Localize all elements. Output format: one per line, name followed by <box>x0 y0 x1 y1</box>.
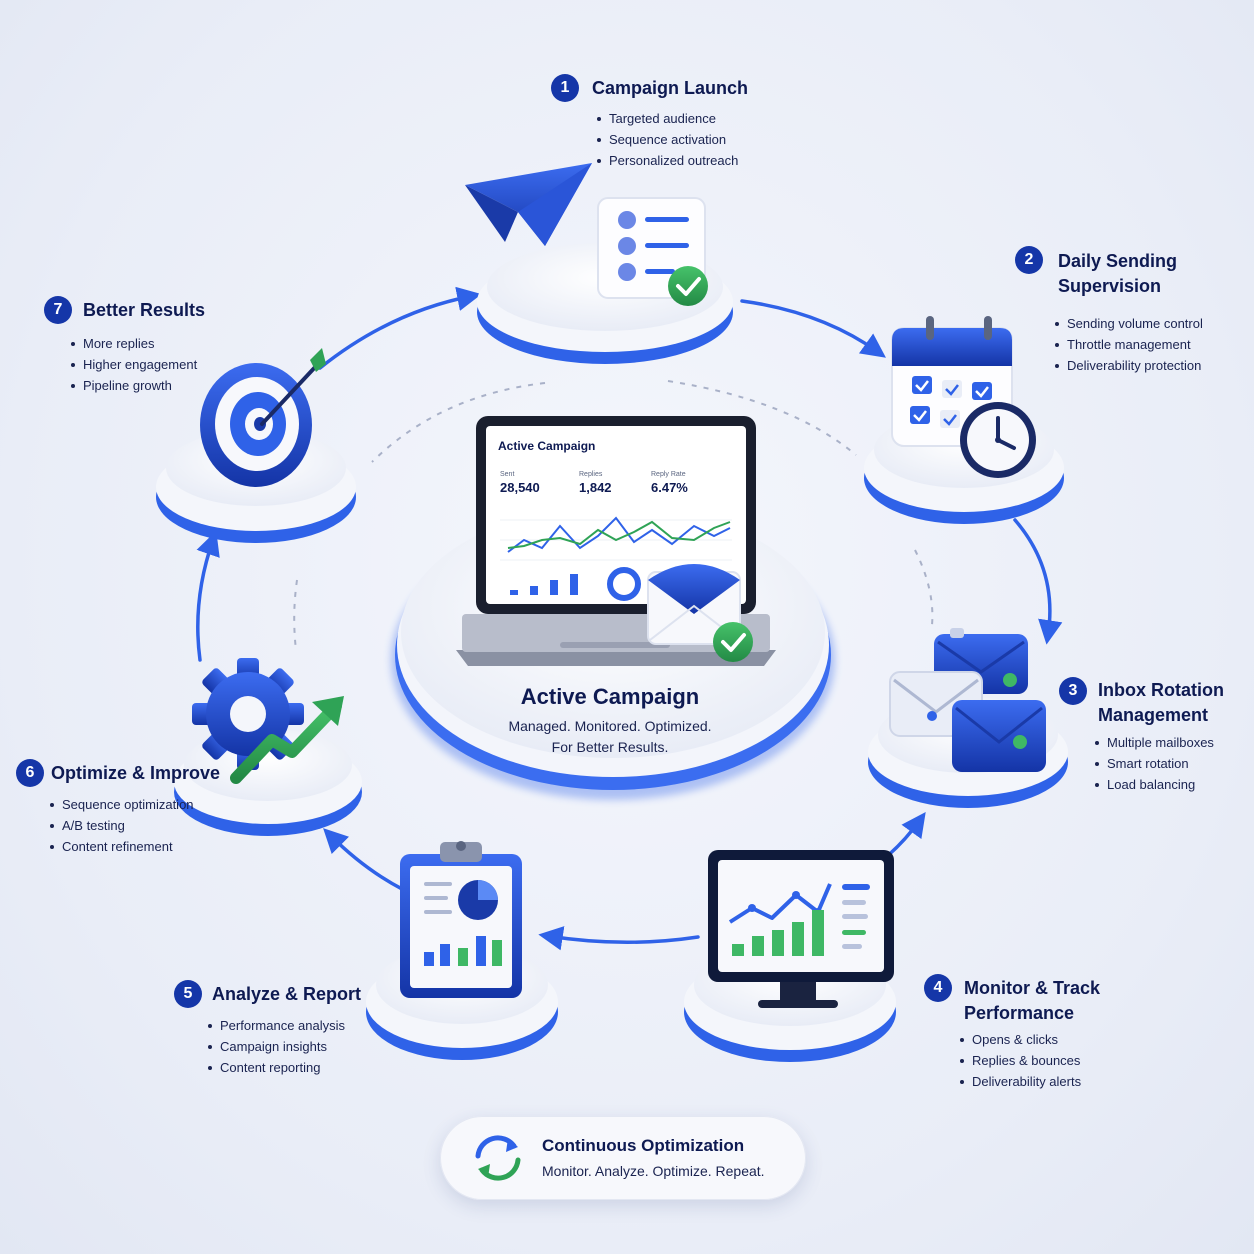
bullet-item: Performance analysis <box>208 1015 345 1036</box>
dashboard-metric-value: 6.47% <box>651 480 688 495</box>
bullet-item: Pipeline growth <box>71 375 197 396</box>
bullet-item: Smart rotation <box>1095 753 1214 774</box>
step-number-badge: 4 <box>924 974 952 1002</box>
clock-icon <box>960 402 1036 478</box>
step-title: Daily Sending Supervision <box>1058 249 1177 299</box>
step-title-line: Supervision <box>1058 276 1162 296</box>
step-number-badge: 6 <box>16 759 44 787</box>
mailbox-icon <box>889 628 1046 772</box>
step-number-badge: 5 <box>174 980 202 1008</box>
bullet-item: Content reporting <box>208 1057 345 1078</box>
clipboard-report-icon <box>400 841 522 998</box>
bullet-item: Higher engagement <box>71 354 197 375</box>
step-number-badge: 7 <box>44 296 72 324</box>
paper-plane-icon <box>465 163 592 246</box>
bullet-item: Content refinement <box>50 836 194 857</box>
target-icon <box>200 348 326 487</box>
center-subtitle: Managed. Monitored. Optimized. For Bette… <box>440 716 780 758</box>
contact-list-icon <box>597 197 708 306</box>
dashboard-title: Active Campaign <box>498 439 595 453</box>
refresh-cycle-icon <box>475 1135 521 1181</box>
bullet-item: Targeted audience <box>597 108 738 129</box>
dashboard-metric-value: 28,540 <box>500 480 540 495</box>
dashed-ring <box>293 380 934 651</box>
step-title-line: Performance <box>964 1003 1075 1023</box>
bullet-item: Replies & bounces <box>960 1050 1081 1071</box>
step-title: Better Results <box>83 298 205 323</box>
trend-arrow-icon <box>230 696 344 784</box>
step-bullets: Multiple mailboxes Smart rotation Load b… <box>1095 732 1214 795</box>
flow-arrows <box>196 286 1063 951</box>
dashboard-metric-label: Replies <box>579 471 603 478</box>
bullet-item: Multiple mailboxes <box>1095 732 1214 753</box>
bullet-item: Deliverability protection <box>1055 355 1203 376</box>
bullet-item: Campaign insights <box>208 1036 345 1057</box>
envelope-check-icon <box>647 564 753 662</box>
step-number-badge: 2 <box>1015 246 1043 274</box>
step-title: Campaign Launch <box>592 76 748 101</box>
bullet-item: Throttle management <box>1055 334 1203 355</box>
continuous-optimization-box: Continuous Optimization Monitor. Analyze… <box>440 1116 806 1200</box>
bullet-item: Sequence activation <box>597 129 738 150</box>
step-title-line: Campaign Launch <box>592 78 749 98</box>
bullet-item: Load balancing <box>1095 774 1214 795</box>
step-title: Optimize & Improve <box>51 761 220 786</box>
bullet-item: Deliverability alerts <box>960 1071 1081 1092</box>
step-bullets: Sequence optimization A/B testing Conten… <box>50 794 194 857</box>
step-bullets: Performance analysis Campaign insights C… <box>208 1015 345 1078</box>
center-title: Active Campaign <box>520 684 700 709</box>
step-number-badge: 3 <box>1059 677 1087 705</box>
bullet-item: A/B testing <box>50 815 194 836</box>
step-title-line: Monitor & Track <box>964 978 1101 998</box>
bullet-item: Personalized outreach <box>597 150 738 171</box>
step-bullets: Opens & clicks Replies & bounces Deliver… <box>960 1029 1081 1092</box>
step-title-line: Daily Sending <box>1058 251 1178 271</box>
step-title: Monitor & Track Performance <box>964 976 1100 1026</box>
step-title: Analyze & Report <box>212 982 361 1007</box>
step-bullets: Targeted audience Sequence activation Pe… <box>597 108 738 171</box>
monitor-chart-icon <box>708 850 894 1008</box>
center-subtitle-line: Managed. Monitored. Optimized. <box>508 718 712 734</box>
footer-subtitle: Monitor. Analyze. Optimize. Repeat. <box>542 1163 765 1179</box>
dashboard-metric-label: Sent <box>500 471 514 478</box>
bullet-item: Sending volume control <box>1055 313 1203 334</box>
step-bullets: More replies Higher engagement Pipeline … <box>71 333 197 396</box>
step-title-line: Optimize & Improve <box>51 763 221 783</box>
bullet-item: More replies <box>71 333 197 354</box>
step-title: Inbox Rotation Management <box>1098 678 1224 728</box>
step-title-line: Management <box>1098 705 1209 725</box>
step-bullets: Sending volume control Throttle manageme… <box>1055 313 1203 376</box>
step-title-line: Better Results <box>83 300 206 320</box>
bullet-item: Opens & clicks <box>960 1029 1081 1050</box>
step-title-line: Inbox Rotation <box>1098 680 1224 700</box>
footer-title: Continuous Optimization <box>542 1136 745 1155</box>
center-subtitle-line: For Better Results. <box>551 739 669 755</box>
bullet-item: Sequence optimization <box>50 794 194 815</box>
dashboard-metric-value: 1,842 <box>579 480 612 495</box>
step-number-badge: 1 <box>551 74 579 102</box>
step-title-line: Analyze & Report <box>212 984 362 1004</box>
dashboard-metric-label: Reply Rate <box>651 471 686 478</box>
